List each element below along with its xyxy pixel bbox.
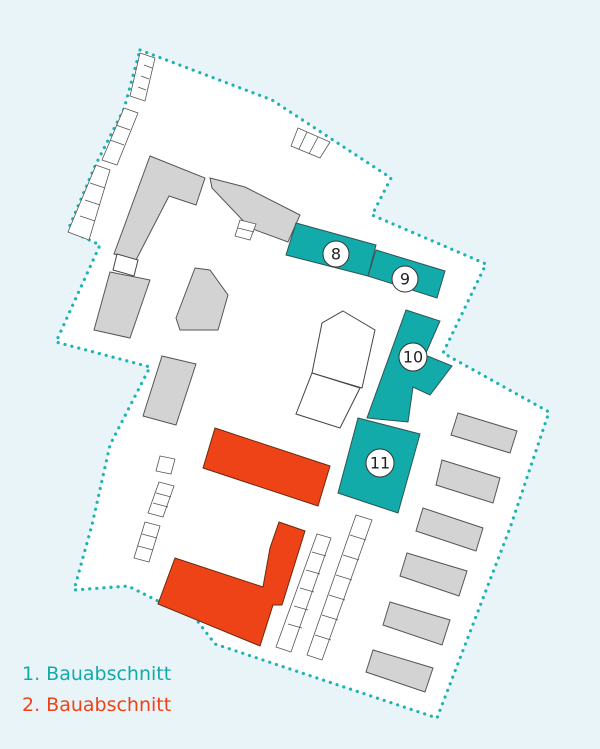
building-8-number: 8 — [331, 245, 341, 264]
east-row-building-1 — [450, 412, 518, 454]
building-11-marker: 11 — [365, 448, 395, 478]
building-red-south — [157, 521, 306, 647]
parking-south-long-1 — [275, 533, 332, 653]
building-west-middle — [142, 355, 197, 426]
legend-phase2: 2. Bauabschnitt — [22, 694, 172, 716]
legend-phase1: 1. Bauabschnitt — [22, 663, 172, 685]
parking-small-center — [234, 219, 257, 241]
building-11-number: 11 — [370, 454, 390, 473]
building-center-west — [175, 267, 229, 331]
building-l-north — [113, 155, 206, 261]
building-9-marker: 9 — [391, 265, 419, 293]
building-10-number: 10 — [403, 348, 423, 367]
phase2-buildings — [157, 427, 331, 647]
building-center-south — [295, 372, 361, 429]
east-row-building-3 — [415, 507, 484, 552]
building-west-lower — [93, 271, 151, 339]
parking-south-west-2 — [147, 481, 175, 518]
parking-north-west — [129, 52, 156, 102]
existing-buildings — [93, 155, 518, 693]
east-row-building-6 — [365, 649, 434, 693]
parking-west-1 — [101, 107, 139, 166]
parking-south-long-2 — [306, 514, 373, 661]
parking-south-west-3 — [133, 521, 161, 563]
east-row-building-5 — [382, 601, 451, 646]
building-connector — [209, 177, 301, 243]
building-10-marker: 10 — [398, 342, 428, 372]
east-row-building-4 — [399, 552, 468, 597]
east-row-building-2 — [435, 459, 501, 504]
parking-north-center — [290, 127, 331, 159]
building-small-link — [112, 253, 139, 277]
parking-areas — [67, 52, 373, 661]
parking-south-west-1 — [155, 455, 176, 475]
building-9-number: 9 — [400, 270, 410, 289]
other-buildings — [112, 253, 376, 429]
building-red-north — [202, 427, 331, 507]
parking-west-2 — [67, 164, 111, 241]
building-8-marker: 8 — [322, 240, 350, 268]
